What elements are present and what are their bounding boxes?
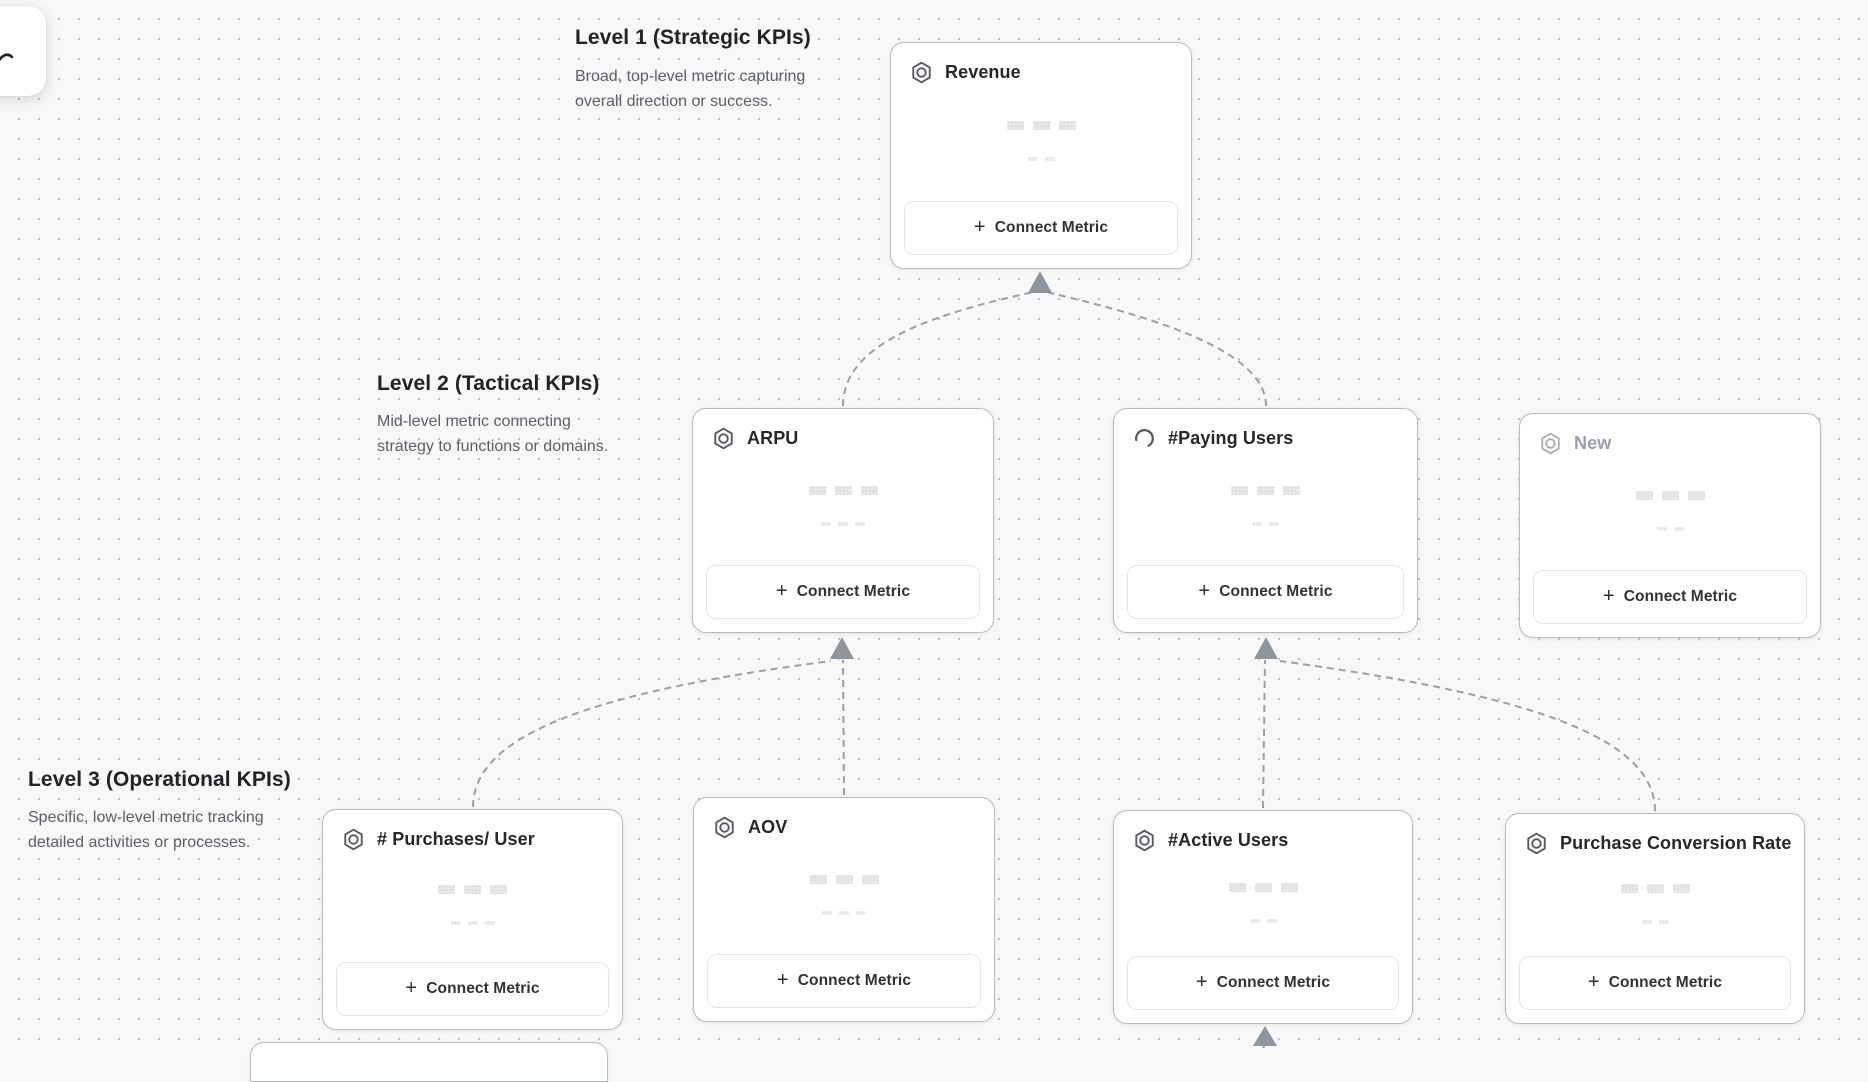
- card-header: #Active Users: [1127, 823, 1399, 853]
- plus-icon: +: [1195, 971, 1208, 993]
- metric-placeholder: [707, 840, 981, 954]
- plus-icon: +: [775, 580, 788, 602]
- hexagon-ring-icon: [1537, 430, 1563, 456]
- hexagon-ring-icon: [711, 814, 737, 840]
- connect-metric-label: Connect Metric: [797, 972, 912, 989]
- card-header: #Paying Users: [1127, 421, 1404, 451]
- connect-metric-label: Connect Metric: [1216, 974, 1331, 991]
- metric-placeholder: [706, 451, 980, 565]
- connect-metric-button[interactable]: + Connect Metric: [707, 954, 981, 1008]
- card-header: AOV: [707, 810, 981, 840]
- level-3-description: Specific, low-level metric tracking deta…: [28, 809, 264, 851]
- arrowhead-arpu: [830, 637, 854, 659]
- level-1-title: Level 1 (Strategic KPIs): [575, 26, 811, 49]
- hexagon-ring-icon: [908, 59, 934, 85]
- connector-payingusers-to-revenue: [1045, 291, 1267, 407]
- plus-icon: +: [776, 969, 789, 991]
- connect-metric-label: Connect Metric: [1623, 588, 1738, 605]
- plus-icon: +: [1602, 585, 1615, 607]
- connect-metric-label: Connect Metric: [1608, 974, 1723, 991]
- hexagon-ring-icon: [340, 826, 366, 852]
- connect-metric-label: Connect Metric: [796, 583, 911, 600]
- connector-aov-to-arpu: [842, 659, 845, 796]
- level-2-label: Level 2 (Tactical KPIs) Mid-level metric…: [377, 372, 622, 459]
- metric-card-arpu[interactable]: ARPU + Connect Metric: [692, 408, 994, 633]
- metric-card-partial-bottom[interactable]: [250, 1042, 608, 1082]
- arrowhead-payingusers: [1254, 637, 1278, 659]
- connect-metric-button[interactable]: + Connect Metric: [1519, 956, 1791, 1010]
- level-3-label: Level 3 (Operational KPIs) Specific, low…: [28, 768, 291, 855]
- level-2-description: Mid-level metric connecting strategy to …: [377, 413, 609, 455]
- plus-icon: +: [1587, 971, 1600, 993]
- loading-spinner-icon: [1131, 425, 1157, 451]
- level-1-description: Broad, top-level metric capturing overal…: [575, 68, 806, 110]
- metric-card-purchase-conversion-rate[interactable]: Purchase Conversion Rate + Connect Metri…: [1505, 813, 1805, 1024]
- connect-metric-button[interactable]: + Connect Metric: [904, 201, 1178, 255]
- arrowhead-revenue: [1028, 271, 1052, 293]
- connector-activeusers-to-payingusers: [1262, 659, 1266, 809]
- card-title: #Active Users: [1168, 829, 1289, 850]
- metric-placeholder: [1519, 856, 1791, 956]
- card-title: ARPU: [747, 427, 799, 448]
- connect-metric-label: Connect Metric: [426, 980, 540, 997]
- connect-metric-button[interactable]: + Connect Metric: [1127, 956, 1399, 1010]
- metric-card-active-users[interactable]: #Active Users + Connect Metric: [1113, 810, 1413, 1024]
- metric-placeholder: [904, 85, 1178, 201]
- card-title: # Purchases/ User: [377, 828, 535, 849]
- hexagon-ring-icon: [1523, 830, 1549, 856]
- metric-card-purchases-per-user[interactable]: # Purchases/ User + Connect Metric: [322, 809, 623, 1030]
- metric-placeholder: [336, 852, 609, 962]
- card-header: Purchase Conversion Rate: [1519, 826, 1791, 856]
- card-header: # Purchases/ User: [336, 822, 609, 852]
- arrowhead-activeusers: [1253, 1026, 1277, 1046]
- connect-metric-label: Connect Metric: [1219, 583, 1333, 600]
- level-1-label: Level 1 (Strategic KPIs) Broad, top-leve…: [575, 26, 825, 114]
- card-header: Revenue: [904, 55, 1178, 85]
- plus-icon: +: [405, 977, 418, 999]
- plus-icon: +: [1198, 580, 1211, 602]
- metric-card-paying-users[interactable]: #Paying Users + Connect Metric: [1113, 408, 1418, 633]
- connect-metric-label: Connect Metric: [994, 219, 1109, 236]
- card-title: Purchase Conversion Rate: [1560, 832, 1792, 853]
- metric-card-new[interactable]: New + Connect Metric: [1519, 413, 1821, 638]
- card-title: New: [1574, 432, 1612, 453]
- card-header: ARPU: [706, 421, 980, 451]
- connect-metric-button[interactable]: + Connect Metric: [706, 565, 980, 619]
- connector-purchases-to-arpu: [472, 660, 832, 808]
- plus-icon: +: [973, 216, 986, 238]
- card-title: Revenue: [945, 61, 1021, 82]
- connect-metric-button[interactable]: + Connect Metric: [1127, 565, 1404, 619]
- hexagon-ring-icon: [710, 425, 736, 451]
- connect-metric-button[interactable]: + Connect Metric: [1533, 570, 1807, 624]
- metric-placeholder: [1127, 451, 1404, 565]
- card-title: AOV: [748, 816, 788, 837]
- metric-placeholder: [1127, 853, 1399, 956]
- connector-arpu-to-revenue: [842, 291, 1035, 407]
- metric-card-aov[interactable]: AOV + Connect Metric: [693, 797, 995, 1022]
- level-3-title: Level 3 (Operational KPIs): [28, 768, 291, 791]
- metric-card-revenue[interactable]: Revenue + Connect Metric: [890, 42, 1192, 269]
- card-title: #Paying Users: [1168, 427, 1294, 448]
- card-header: New: [1533, 426, 1807, 456]
- metric-placeholder: [1533, 456, 1807, 570]
- hexagon-ring-icon: [1131, 827, 1157, 853]
- connect-metric-button[interactable]: + Connect Metric: [336, 962, 609, 1016]
- connector-pcr-to-payingusers: [1279, 660, 1656, 812]
- floating-tool-button[interactable]: [0, 6, 46, 96]
- level-2-title: Level 2 (Tactical KPIs): [377, 372, 600, 395]
